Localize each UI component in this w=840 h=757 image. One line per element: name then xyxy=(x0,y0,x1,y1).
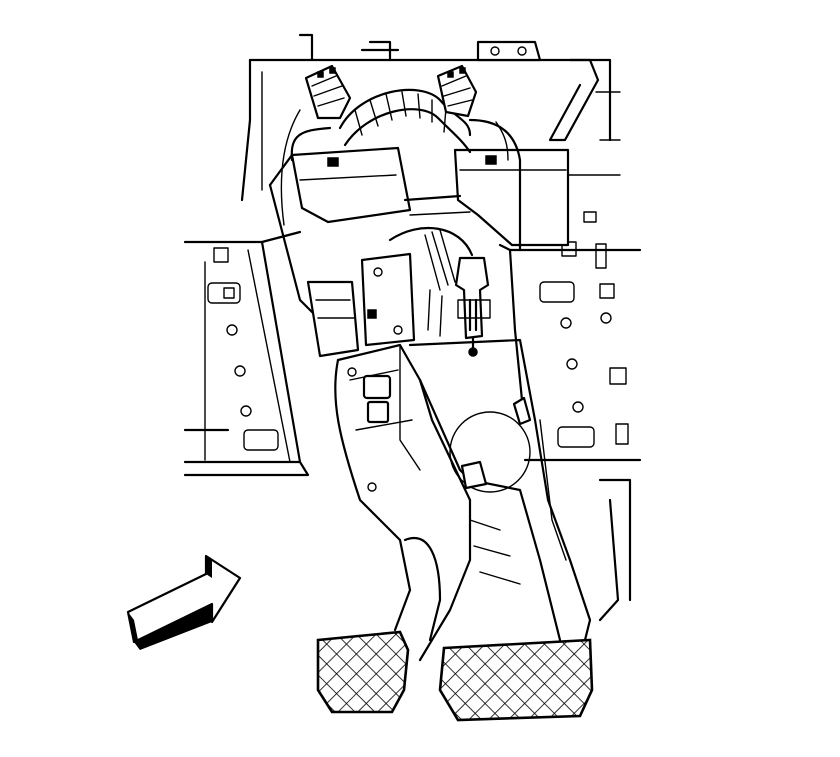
floor-panel-right xyxy=(508,139,642,462)
clutch-pedal-arm xyxy=(334,343,472,662)
brake-pedal-arm xyxy=(408,338,632,662)
clutch-pedal-pad xyxy=(316,630,410,714)
wiring-harness xyxy=(280,88,522,252)
brake-pedal-position-sensor xyxy=(427,256,491,357)
harness-connector-left xyxy=(304,64,352,120)
clutch-switch-housing xyxy=(306,226,474,358)
pedal-bracket xyxy=(268,146,570,402)
brake-pedal-pad xyxy=(438,638,594,722)
harness-connector-right xyxy=(436,64,478,118)
floor-panel-left xyxy=(183,230,310,477)
dash-frame xyxy=(240,33,621,202)
arrow-icon xyxy=(126,554,242,650)
